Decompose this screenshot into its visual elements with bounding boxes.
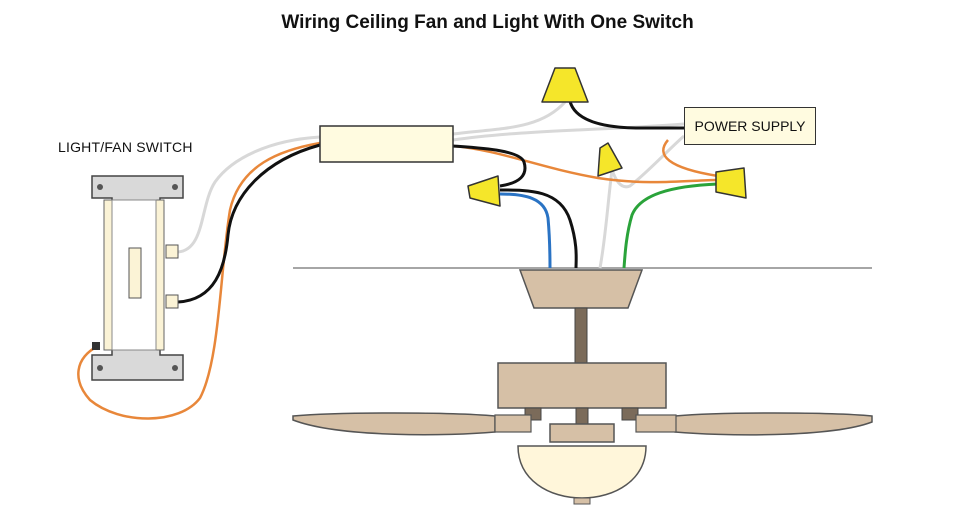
- switch-label: LIGHT/FAN SWITCH: [58, 139, 193, 155]
- fan-canopy: [518, 269, 644, 309]
- wire-nut-center: [597, 142, 623, 177]
- light-fan-switch: [91, 175, 184, 381]
- blue-wire: [499, 192, 552, 269]
- wire-nut-right: [715, 167, 747, 199]
- junction-box: [319, 125, 454, 163]
- fan-blade-right: [674, 412, 873, 436]
- fan-downrod: [574, 307, 588, 365]
- ground-wire: [622, 182, 719, 269]
- light-kit-fitter: [549, 423, 615, 443]
- wire-nut-left: [467, 175, 501, 207]
- power-supply-box: POWER SUPPLY: [684, 107, 816, 145]
- wire-nut-top: [541, 67, 589, 103]
- fan-blade-left: [292, 412, 496, 436]
- hot-wires: [177, 87, 684, 304]
- diagram-title: Wiring Ceiling Fan and Light With One Sw…: [281, 12, 694, 33]
- ceiling-fan: [292, 269, 873, 505]
- neutral-wires: [177, 101, 685, 269]
- fan-motor-housing: [497, 362, 667, 409]
- light-globe: [517, 445, 647, 499]
- traveler-wire: [77, 139, 719, 420]
